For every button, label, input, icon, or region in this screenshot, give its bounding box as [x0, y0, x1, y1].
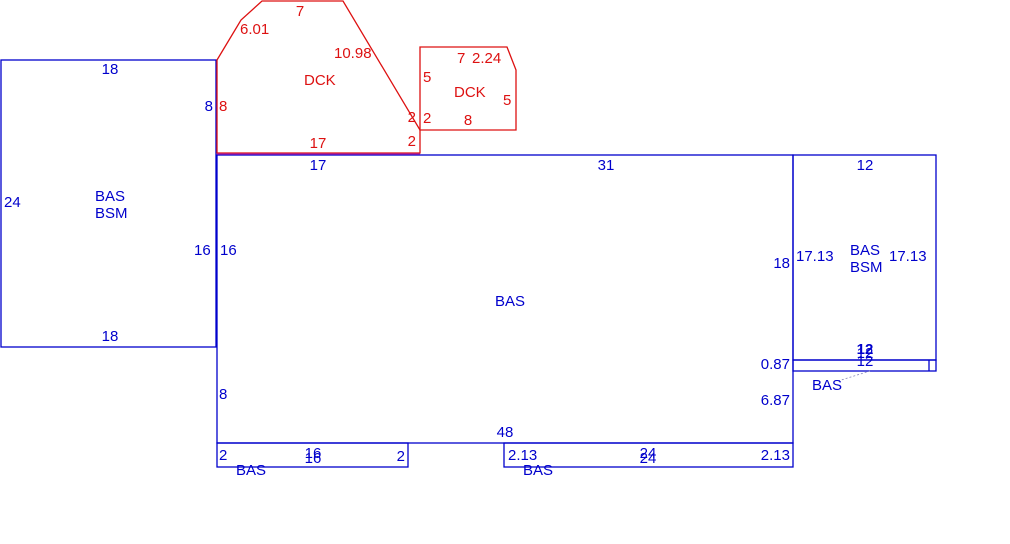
- main-area-right-dim-a: 18: [773, 255, 790, 272]
- right-area-label-bas: BAS: [850, 242, 880, 259]
- bottom-right-area-right-dim: 2.13: [761, 447, 790, 464]
- bottom-left-area-right-dim: 2: [397, 448, 405, 465]
- main-area-right-dim-c: 6.87: [761, 392, 790, 409]
- left-area-label-bsm: BSM: [95, 205, 128, 222]
- deck-2-dim-2: 2.24: [472, 50, 501, 67]
- main-area-label: BAS: [495, 293, 525, 310]
- right-area-bottom-dim-b: 12: [857, 345, 874, 362]
- right-area-label-bsm: BSM: [850, 259, 883, 276]
- bottom-left-area-top-dim: 16: [305, 445, 322, 462]
- deck-1-dim-2: 7: [296, 3, 304, 20]
- main-area-left-dim-b: 8: [219, 386, 227, 403]
- bottom-left-area-bottom-dim: 16: [305, 450, 322, 467]
- bottom-right-area-label: BAS: [523, 462, 553, 479]
- deck-2-dim-5: 2: [423, 110, 431, 127]
- deck-2-outline: [419, 46, 517, 131]
- left-area-bottom-dim: 18: [102, 328, 119, 345]
- deck-1-dim-6: 2: [408, 109, 416, 126]
- left-area-outline: [0, 59, 217, 348]
- bottom-left-area-label: BAS: [236, 462, 266, 479]
- right-area-bottom-dim-a: 12: [857, 341, 874, 358]
- left-area-label-bas: BAS: [95, 188, 125, 205]
- deck-1-outline: [216, 0, 421, 154]
- left-area-left-dim: 24: [4, 194, 21, 211]
- left-area-right-dim: 16: [194, 242, 211, 259]
- bottom-right-area-left-dim: 2.13: [508, 447, 537, 464]
- deck-1-dim-1: 6.01: [240, 21, 269, 38]
- main-area-top-dim-b: 31: [598, 157, 615, 174]
- deck-2-label: DCK: [454, 84, 486, 101]
- right-small-area-leader: [837, 370, 871, 382]
- deck-1-label: DCK: [304, 72, 336, 89]
- deck-1-dim-9: 2: [408, 133, 416, 150]
- deck-1-dim-5: 8: [219, 98, 227, 115]
- right-area-top-dim: 12: [857, 157, 874, 174]
- main-area-left-dim-a: 16: [220, 242, 237, 259]
- deck-2-dim-6: 8: [464, 112, 472, 129]
- bottom-right-area-top-dim: 24: [640, 445, 657, 462]
- main-area-bottom-dim: 48: [497, 424, 514, 441]
- bottom-left-area-outline: [216, 442, 409, 468]
- deck-1-dim-4: 8: [205, 98, 213, 115]
- right-area-left-dim: 17.13: [796, 248, 834, 265]
- deck-1-dim-3: 10.98: [334, 45, 372, 62]
- right-small-area-label: BAS: [812, 377, 842, 394]
- deck-2-dim-1: 7: [457, 50, 465, 67]
- bottom-left-area-left-dim: 2: [219, 447, 227, 464]
- right-area-right-dim: 17.13: [889, 248, 927, 265]
- left-area-top-dim: 18: [102, 61, 119, 78]
- deck-2-dim-4: 5: [503, 92, 511, 109]
- right-small-area-outline: [792, 359, 937, 372]
- main-area-top-dim-a: 17: [310, 157, 327, 174]
- bottom-right-area-outline: [503, 442, 794, 468]
- bottom-right-area-bottom-dim: 24: [640, 450, 657, 467]
- main-area-right-dim-b: 0.87: [761, 356, 790, 373]
- deck-1-dim-7: 17: [310, 135, 327, 152]
- right-small-area-top-dim: 12: [857, 353, 874, 370]
- deck-2-dim-3: 5: [423, 69, 431, 86]
